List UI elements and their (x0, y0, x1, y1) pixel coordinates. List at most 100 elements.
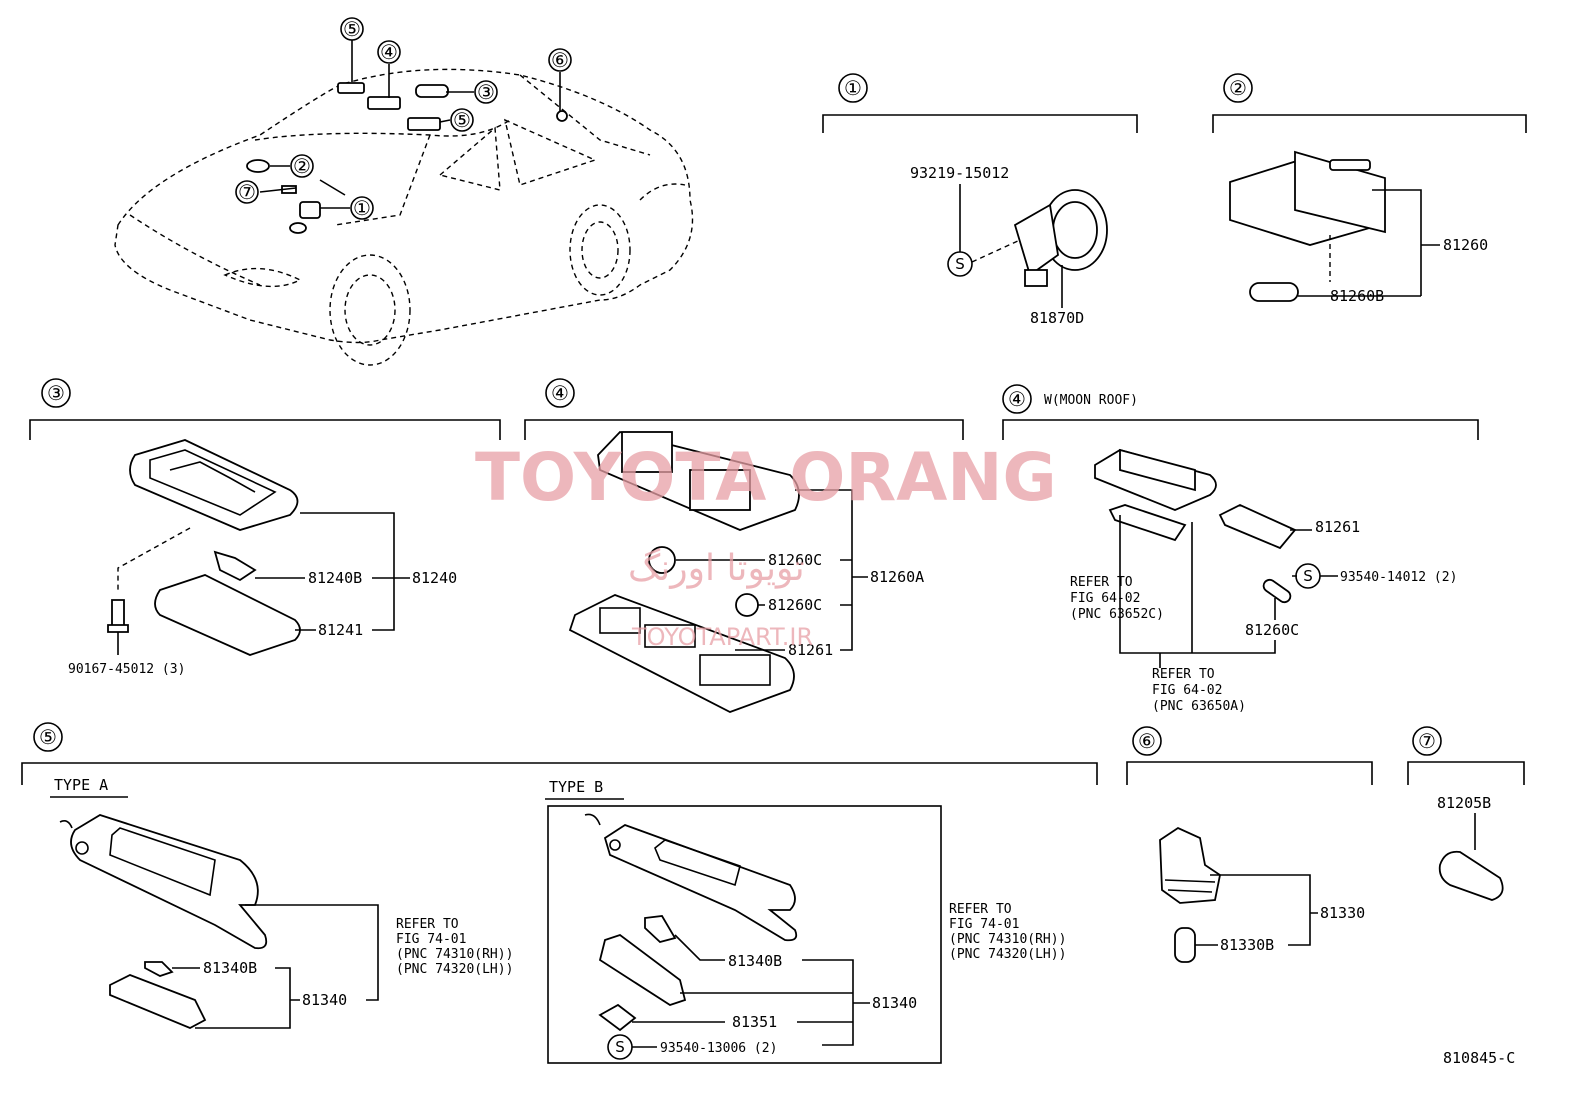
ref-1-line3: (PNC 63652C) (1070, 607, 1164, 622)
part-81340B-b: 81340B (728, 952, 782, 970)
visor-type-b (584, 813, 798, 942)
part-93540-13006: 93540-13006 (2) (660, 1041, 777, 1056)
part-81260C-b: 81260C (768, 596, 822, 614)
ref-4-line2: FIG 74-01 (949, 917, 1019, 932)
type-b-label: TYPE B (549, 778, 603, 796)
switch-81260 (1229, 150, 1386, 246)
section-5-number: ⑤ (39, 725, 57, 749)
section-1-number: ① (844, 76, 862, 100)
part-81340-a: 81340 (302, 991, 347, 1009)
car-part-roof-lamp (367, 96, 401, 110)
bulb-81260C-b (735, 593, 759, 617)
part-81260B: 81260B (1330, 287, 1384, 305)
car-callout-7: ⑦ (238, 180, 256, 204)
ref-4-line3: (PNC 74310(RH)) (949, 932, 1066, 947)
part-81340B-a: 81340B (203, 959, 257, 977)
screw-symbol-1: S (955, 255, 965, 273)
bulb-81340B-b (644, 915, 677, 943)
part-93540-14012: 93540-14012 (2) (1340, 570, 1457, 585)
lamp-81340-b (598, 933, 687, 1006)
car-callout-5a: ⑤ (343, 17, 361, 41)
car-part-visor-a (337, 82, 365, 94)
lens-81261-b (1218, 504, 1297, 550)
lens-81351 (598, 1003, 637, 1032)
map-lamp-81240 (129, 439, 299, 531)
lamp-81340-a (109, 974, 207, 1029)
watermark-main: TOYOTA ORANG (475, 439, 1057, 516)
car-overview: ⑤ ④ ③ ⑤ ⑥ ② ⑦ ① (114, 17, 694, 366)
type-b-box (547, 805, 942, 1064)
moonroof-lamp (1094, 448, 1217, 542)
part-81240: 81240 (412, 569, 457, 587)
car-callout-4: ④ (380, 40, 398, 64)
section-4w-note: W(MOON ROOF) (1044, 393, 1138, 408)
ref-2-line2: FIG 64-02 (1152, 683, 1222, 698)
watermark: TOYOTA ORANG تویوتا اورنگ TOYOTAPART.IR (475, 439, 1057, 651)
screw-90167 (107, 599, 129, 633)
ref-2-line3: (PNC 63650A) (1152, 699, 1246, 714)
car-part-grommet (289, 222, 307, 234)
part-81260A: 81260A (870, 568, 924, 586)
car-callout-2: ② (293, 154, 311, 178)
part-81330: 81330 (1320, 904, 1365, 922)
car-callout-3: ③ (477, 80, 495, 104)
section-7: ⑦ 81205B (1407, 726, 1525, 901)
socket-81870D (1013, 189, 1108, 287)
bulb-81260C-a (648, 546, 676, 574)
roof-lamp-81260A (597, 430, 800, 531)
lens-81241 (154, 574, 301, 656)
section-4-number: ④ (551, 381, 569, 405)
ref-3-line1: REFER TO (396, 917, 459, 932)
bulb-81240B (213, 550, 257, 582)
part-81330B: 81330B (1220, 936, 1274, 954)
socket-81330 (1159, 826, 1222, 904)
part-81241: 81241 (318, 621, 363, 639)
part-81205B: 81205B (1437, 794, 1491, 812)
section-2-number: ② (1229, 76, 1247, 100)
car-part-socket (299, 201, 321, 219)
part-81351: 81351 (732, 1013, 777, 1031)
bulb-81330B (1174, 927, 1196, 963)
section-4: ④ 81260C 81260A 81260C 81261 (524, 378, 964, 713)
part-81260C-a: 81260C (768, 551, 822, 569)
bulb-81260B (1249, 282, 1299, 302)
screw-symbol-2: S (1303, 567, 1313, 585)
part-81870D: 81870D (1030, 309, 1084, 327)
car-callout-5b: ⑤ (453, 108, 471, 132)
car-callout-1: ① (353, 196, 371, 220)
bulb-81260C-c (1262, 578, 1292, 604)
visor-type-a (59, 814, 268, 950)
section-7-number: ⑦ (1418, 729, 1436, 753)
car-part-switch (246, 159, 270, 173)
ref-4-line1: REFER TO (949, 902, 1012, 917)
part-81261-b: 81261 (1315, 518, 1360, 536)
part-81340-b: 81340 (872, 994, 917, 1012)
ref-3-line4: (PNC 74320(LH)) (396, 962, 513, 977)
bulb-81205B (1438, 850, 1504, 901)
watermark-site: TOYOTAPART.IR (631, 623, 813, 651)
ref-2-line1: REFER TO (1152, 667, 1215, 682)
section-3: ③ 81240B 81240 81241 90167-45012 (3) (29, 378, 501, 677)
car-part-courtesy (556, 110, 568, 122)
bulb-81340B-a (144, 961, 174, 977)
diagram-code: 810845-C (1443, 1049, 1515, 1067)
ref-3-line3: (PNC 74310(RH)) (396, 947, 513, 962)
section-2: ② 81260 81260B (1212, 73, 1527, 305)
part-90167-45012: 90167-45012 (3) (68, 662, 185, 677)
ref-4-line4: (PNC 74320(LH)) (949, 947, 1066, 962)
section-3-number: ③ (47, 381, 65, 405)
part-93219-15012: 93219-15012 (910, 164, 1009, 182)
car-part-map-lamp (415, 84, 449, 98)
section-6-number: ⑥ (1138, 729, 1156, 753)
section-5: ⑤ TYPE A 81340B 81340 REFER TO FIG 74-01… (21, 722, 1098, 1064)
part-81260C-c: 81260C (1245, 621, 1299, 639)
screw-symbol-3: S (615, 1038, 625, 1056)
part-81260: 81260 (1443, 236, 1488, 254)
ref-1-line1: REFER TO (1070, 575, 1133, 590)
section-4-moonroof: ④ W(MOON ROOF) 81261 S 93540-14012 (2) 8… (1002, 384, 1479, 714)
part-81261-a: 81261 (788, 641, 833, 659)
car-callout-6: ⑥ (551, 48, 569, 72)
type-a-label: TYPE A (54, 776, 108, 794)
